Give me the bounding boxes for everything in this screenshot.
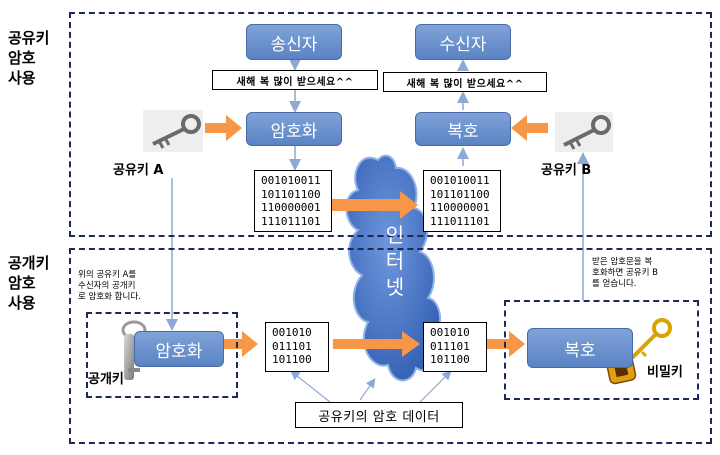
sender-box: 송신자: [246, 24, 342, 60]
caption-arrow-left: [290, 370, 331, 403]
cipher-line: 111011101: [261, 214, 321, 228]
bottom-cipher-to-decrypt-arrow: [487, 331, 525, 357]
cipher-line: 101101100: [261, 187, 321, 201]
bottom-cipher-transfer-arrow: [333, 331, 420, 357]
top-cipher-transfer-arrow: [332, 191, 418, 219]
key-icon: [555, 112, 613, 152]
private-key-label: 비밀키: [647, 365, 683, 380]
private-key-decrypt-region: [504, 300, 699, 400]
cipher-line: 110000001: [430, 201, 490, 214]
public-ciphertext-right: 001010 011101 101100: [423, 322, 487, 372]
public-key-section-label: 공개키 암호 사용: [8, 254, 50, 312]
key-b-to-decrypt-arrow: [511, 115, 548, 141]
plaintext-message-right: 새해 복 많이 받으세요^^: [383, 72, 547, 92]
bottom-encrypt-to-cipher-arrow: [224, 331, 258, 357]
cipher-line: 110000001: [261, 201, 321, 214]
internet-char: 인: [385, 223, 405, 247]
internet-label: 인 터 넷: [380, 222, 410, 300]
public-ciphertext-left: 001010 011101 101100: [265, 322, 329, 372]
ciphertext-box-left: 001010011 101101100 110000001 111011101: [254, 170, 332, 232]
private-decrypt-box: 복호: [527, 328, 633, 368]
cipher-line: 101101100: [430, 187, 490, 201]
cipher-line: 001010011: [261, 174, 321, 187]
public-key-region: [69, 248, 712, 444]
cipher-line: 101100: [430, 353, 470, 366]
cipher-line: 011101: [272, 339, 312, 353]
cipher-line: 101100: [272, 353, 312, 366]
ciphertext-box-right: 001010011 101101100 110000001 111011101: [423, 170, 501, 232]
caption-arrow-right: [419, 370, 452, 403]
cipher-line: 001010: [272, 326, 312, 339]
private-key-note: 받은 암호문을 복 호화하면 공유키 B 를 얻습니다.: [592, 257, 658, 289]
cipher-line: 111011101: [430, 214, 490, 228]
public-key-label: 공개키: [88, 372, 124, 387]
shared-key-section-label: 공유키 암호 사용: [8, 29, 50, 87]
decrypt-box: 복호: [415, 112, 511, 146]
caption-arrow-mid: [359, 378, 376, 401]
key-a-to-encrypt-arrow: [205, 115, 242, 141]
public-encrypt-box: 암호화: [134, 331, 224, 367]
shared-key-b-label: 공유키 B: [541, 163, 592, 178]
receiver-box: 수신자: [415, 24, 511, 60]
internet-char: 터: [385, 249, 405, 273]
public-key-note: 위의 공유키 A를 수신자의 공개키 로 암호화 합니다.: [78, 270, 141, 302]
shared-key-region: [69, 12, 712, 237]
cipher-line: 001010011: [430, 174, 490, 187]
orange-arrows: [205, 115, 548, 357]
internet-char: 넷: [385, 275, 405, 299]
cipher-line: 011101: [430, 339, 470, 353]
encrypt-box: 암호화: [246, 112, 342, 146]
key-icon: [143, 110, 203, 152]
cipher-line: 001010: [430, 326, 470, 339]
keyring-icon: [121, 320, 147, 380]
plaintext-message-left: 새해 복 많이 받으세요^^: [212, 70, 378, 90]
shared-key-a-label: 공유키 A: [113, 163, 164, 178]
encrypted-key-caption: 공유키의 암호 데이터: [295, 402, 463, 428]
public-key-encrypt-region: [86, 312, 238, 398]
